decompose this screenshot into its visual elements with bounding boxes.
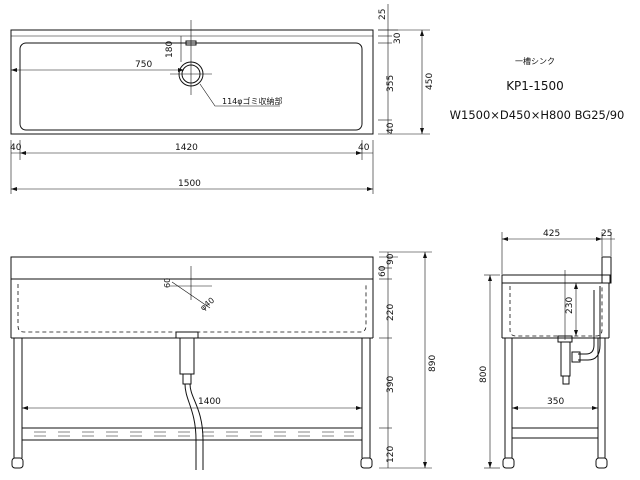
dim-30: 30 bbox=[393, 32, 403, 44]
dim-120: 120 bbox=[386, 446, 396, 463]
side-view: 425 25 230 350 800 bbox=[479, 229, 615, 469]
drain-hose bbox=[184, 383, 197, 470]
product-model: KP1-1500 bbox=[506, 79, 564, 93]
dim-90: 90 bbox=[386, 253, 396, 265]
front-bowl-hidden bbox=[17, 284, 367, 333]
overflow-slot bbox=[185, 40, 197, 46]
dim-425: 425 bbox=[543, 229, 560, 239]
dim-60-front: 60 bbox=[163, 278, 172, 288]
side-bowl-hidden bbox=[509, 286, 603, 337]
dim-25-side: 25 bbox=[601, 229, 612, 239]
trap-flange bbox=[175, 331, 199, 339]
drain-leader bbox=[199, 83, 280, 107]
shelf-slots bbox=[34, 431, 354, 437]
drain-label: 114φゴミ収納部 bbox=[222, 96, 283, 106]
front-top-band bbox=[10, 256, 374, 280]
dim-40-front: 40 bbox=[386, 122, 396, 134]
side-trap bbox=[560, 341, 571, 377]
plan-view: 750 180 114φゴミ収納部 25 30 355 40 450 40 14… bbox=[10, 4, 435, 194]
front-foot-right bbox=[360, 457, 373, 469]
plan-outer-outline bbox=[10, 29, 374, 135]
dim-450: 450 bbox=[425, 73, 435, 90]
dim-1500: 1500 bbox=[178, 179, 201, 189]
dim-355: 355 bbox=[386, 75, 396, 92]
dim-60: 60 bbox=[378, 265, 388, 277]
dim-1400: 1400 bbox=[198, 397, 221, 407]
dim-180: 180 bbox=[165, 41, 175, 58]
drain-dia-leader bbox=[171, 281, 211, 309]
dim-25: 25 bbox=[378, 9, 388, 20]
dim-230: 230 bbox=[565, 297, 575, 314]
dim-40-right: 40 bbox=[358, 143, 370, 153]
title-block: 一槽シンク KP1-1500 W1500×D450×H800 BG25/90 bbox=[450, 56, 625, 122]
front-view: 1400 φ40 60 60 90 220 390 120 890 bbox=[10, 251, 438, 470]
side-back-guard bbox=[601, 256, 612, 284]
dim-phi40: φ40 bbox=[199, 296, 217, 313]
side-top-band bbox=[501, 274, 611, 284]
dim-350: 350 bbox=[547, 397, 564, 407]
dim-390: 390 bbox=[386, 376, 396, 393]
product-name: 一槽シンク bbox=[515, 56, 555, 66]
dim-750: 750 bbox=[135, 60, 152, 70]
dim-1420: 1420 bbox=[175, 143, 198, 153]
overflow-pipe bbox=[578, 286, 601, 361]
front-foot-left bbox=[11, 457, 24, 469]
trap-body bbox=[179, 337, 195, 375]
dim-890: 890 bbox=[428, 355, 438, 372]
dim-220: 220 bbox=[386, 304, 396, 321]
dim-800: 800 bbox=[479, 366, 489, 383]
side-shelf bbox=[511, 427, 599, 439]
product-spec: W1500×D450×H800 BG25/90 bbox=[450, 108, 625, 122]
dim-40-left: 40 bbox=[10, 143, 22, 153]
